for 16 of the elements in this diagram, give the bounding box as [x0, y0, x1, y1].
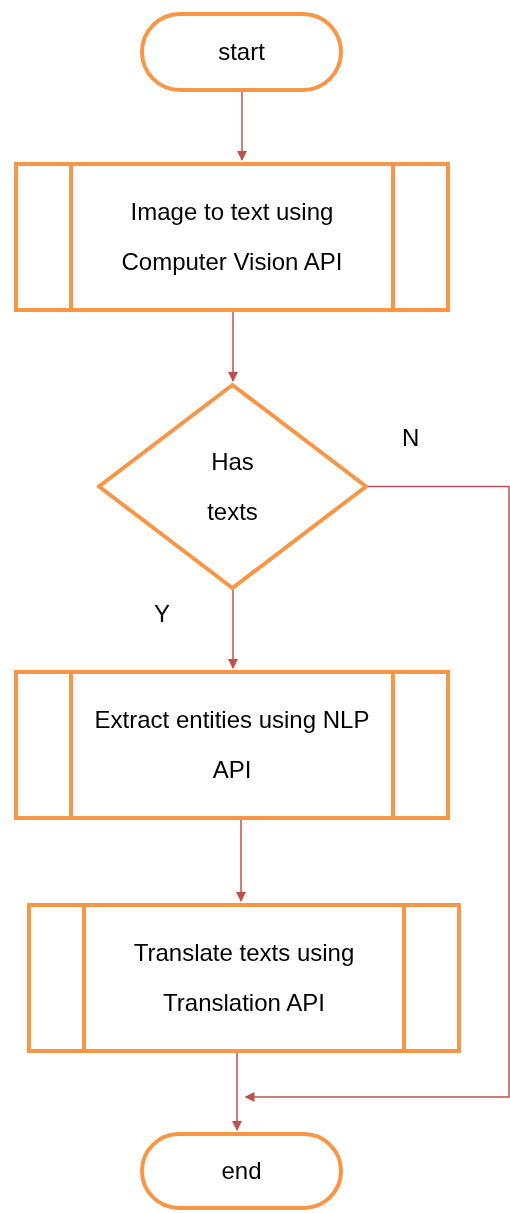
node-label: start	[218, 37, 265, 67]
arrow	[232, 1052, 242, 1131]
decision-diamond	[97, 383, 368, 590]
node-label: Translate texts using Translation API	[132, 938, 356, 1018]
arrow	[228, 311, 238, 382]
node-label: Image to text using Computer Vision API	[120, 197, 344, 277]
arrow	[236, 819, 246, 902]
arrow	[244, 485, 510, 1102]
predefined-process-box	[14, 670, 450, 820]
node-label: end	[221, 1156, 262, 1186]
arrow	[228, 589, 238, 669]
predefined-process-box	[14, 162, 450, 312]
node-label: Extract entities using NLP API	[93, 705, 371, 785]
predefined-process-box	[27, 903, 461, 1053]
node-label: Has texts	[206, 446, 259, 527]
arrow	[237, 91, 247, 161]
